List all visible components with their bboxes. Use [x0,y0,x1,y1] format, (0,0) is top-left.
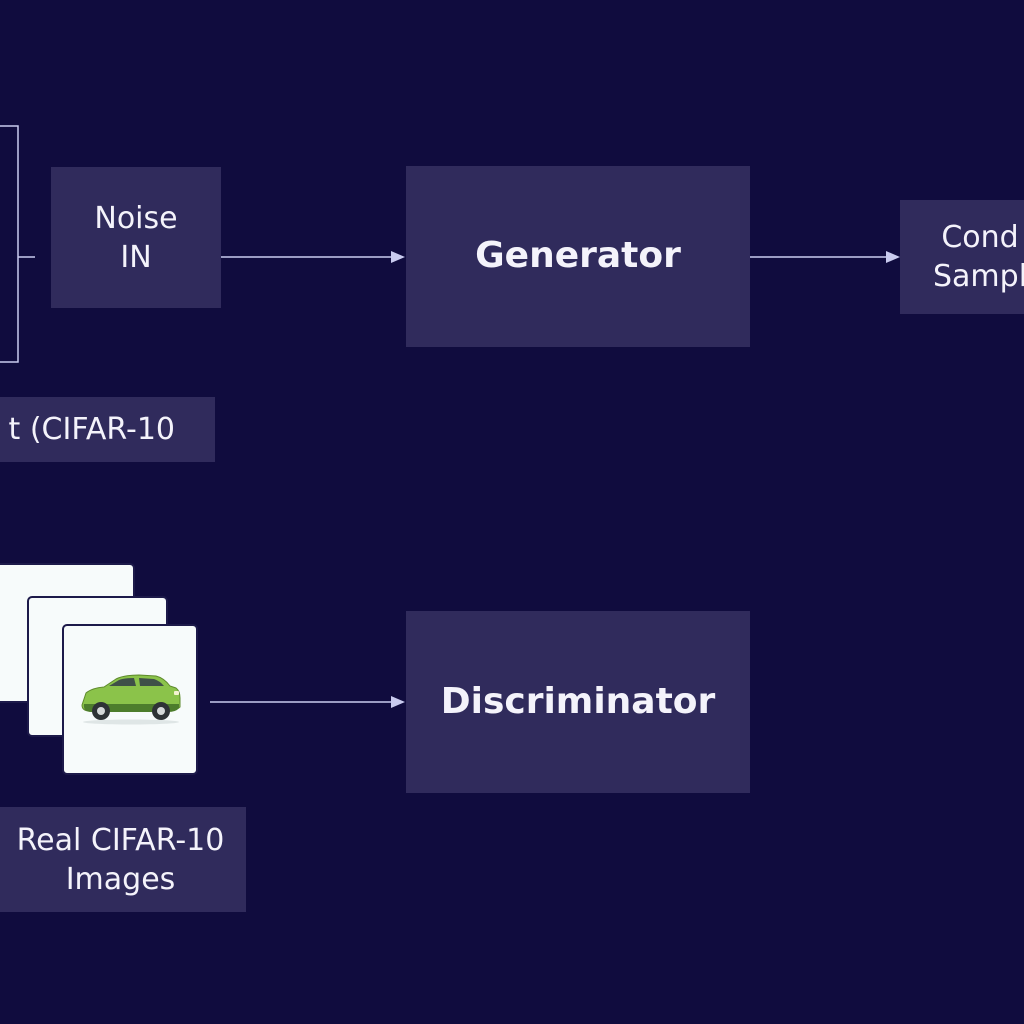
discriminator-label: Discriminator [440,680,716,722]
car-icon [81,674,181,725]
real-images-box: Real CIFAR-10 Images [0,807,246,912]
real-images-label: Real CIFAR-10 Images [16,822,225,897]
noise-label: Noise IN [94,200,178,275]
samples-label: Cond Sampl [933,220,1024,294]
image-card-front [62,624,198,775]
conditional-samples-box: Cond Sampl [900,200,1024,314]
generator-label: Generator [475,235,681,277]
discriminator-box: Discriminator [406,611,750,793]
input-bracket [0,125,19,363]
noise-input-box: Noise IN [51,167,221,308]
dataset-label: t (CIFAR-10 [8,412,175,447]
generator-box: Generator [406,166,750,347]
dataset-box: t (CIFAR-10 [0,397,215,462]
